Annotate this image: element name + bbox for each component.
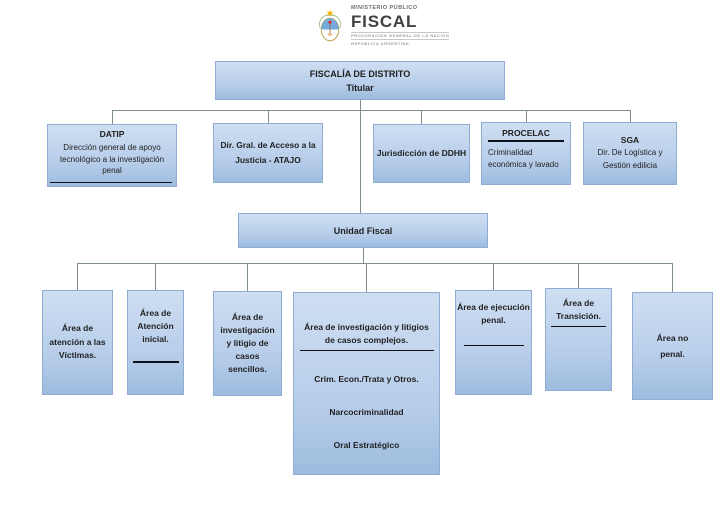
node-area-casos-complejos: Área de investigación y litigios de caso… [293, 292, 440, 475]
argentina-coat-of-arms-icon [319, 8, 341, 41]
underline-rule [299, 349, 434, 351]
underline-rule [551, 325, 606, 327]
node-procelac: PROCELAC Criminalidad económica y lavado [481, 122, 571, 185]
connector-drop-nopenal [672, 263, 673, 292]
node-title: FISCALÍA DE DISTRITO [309, 68, 411, 79]
node-area-no-penal: Área no penal. [632, 292, 713, 400]
node-title: Jurisdicción de DDHH [376, 148, 467, 158]
connector-drop-ddhh [421, 110, 422, 124]
logo-subline-procuracion: PROCURACIÓN GENERAL DE LA NACIÓN [351, 32, 450, 40]
node-title: Área de Atención inicial. [137, 308, 174, 344]
node-title: DATIP [99, 129, 125, 140]
connector-drop-inicial [155, 263, 156, 290]
node-fiscalia-de-distrito: FISCALÍA DE DISTRITO Titular [215, 61, 505, 100]
node-title: Unidad Fiscal [333, 225, 393, 236]
underline-rule [132, 361, 179, 363]
node-title: Área de Transición. [556, 298, 601, 321]
connector-root-stem [360, 100, 361, 213]
connector-drop-complejos [366, 263, 367, 292]
node-title: Área de atención a las Víctimas. [49, 323, 106, 361]
node-title: PROCELAC [502, 128, 550, 138]
node-sub-item: Crim. Econ./Trata y Otros. [314, 374, 419, 384]
node-sga: SGA Dir. De Logística y Gestión edilicia [583, 122, 677, 185]
underline-rule [50, 181, 172, 183]
connector-drop-procelac [526, 110, 527, 122]
underline-rule [463, 344, 524, 346]
connector-drop-ejecucion [493, 263, 494, 290]
node-atajo: Dir. Gral. de Acceso a la Justicia - ATA… [213, 123, 323, 183]
connector-unit-stem [363, 248, 364, 263]
node-area-atencion-victimas: Área de atención a las Víctimas. [42, 290, 113, 395]
connector-drop-victimas [77, 263, 78, 290]
node-jurisdiccion-ddhh: Jurisdicción de DDHH [373, 124, 470, 183]
node-body: Criminalidad económica y lavado [488, 147, 559, 169]
connector-drop-sencillos [247, 263, 248, 291]
mpf-logo: MINISTERIO PÚBLICO FISCAL PROCURACIÓN GE… [316, 5, 450, 46]
connector-drop-atajo [268, 110, 269, 123]
node-title: Dir. Gral. de Acceso a la Justicia - ATA… [220, 139, 316, 165]
underline-rule [488, 140, 564, 142]
node-title: Área de investigación y litigios de caso… [304, 322, 429, 345]
node-subtitle: Titular [346, 82, 374, 93]
node-body: Dir. De Logística y Gestión edilicia [597, 147, 663, 170]
logo-ministry-line: MINISTERIO PÚBLICO [351, 5, 418, 11]
node-sub-item: Oral Estratégico [333, 440, 400, 450]
logo-subline-republica: REPÚBLICA ARGENTINA [351, 40, 410, 46]
node-area-atencion-inicial: Área de Atención inicial. [127, 290, 184, 395]
node-area-casos-sencillos: Área de investigación y litigio de casos… [213, 291, 282, 396]
node-title: Área no penal. [656, 332, 689, 359]
logo-fiscal-wordmark: FISCAL [351, 11, 418, 31]
connector-drop-datip [112, 110, 113, 124]
node-sub-item: Narcocriminalidad [329, 407, 404, 417]
connector-drop-sga [630, 110, 631, 122]
node-body: Dirección general de apoyo tecnológico a… [59, 143, 165, 176]
node-unidad-fiscal: Unidad Fiscal [238, 213, 488, 248]
node-area-ejecucion-penal: Área de ejecución penal. [455, 290, 532, 395]
node-title: SGA [620, 134, 640, 145]
node-title: Área de ejecución penal. [457, 302, 530, 325]
node-title: Área de investigación y litigio de casos… [220, 311, 275, 375]
connector-level2-bus [77, 263, 673, 264]
node-datip: DATIP Dirección general de apoyo tecnoló… [47, 124, 177, 187]
connector-level1-bus [112, 110, 631, 111]
connector-drop-transicion [578, 263, 579, 288]
node-area-transicion: Área de Transición. [545, 288, 612, 391]
